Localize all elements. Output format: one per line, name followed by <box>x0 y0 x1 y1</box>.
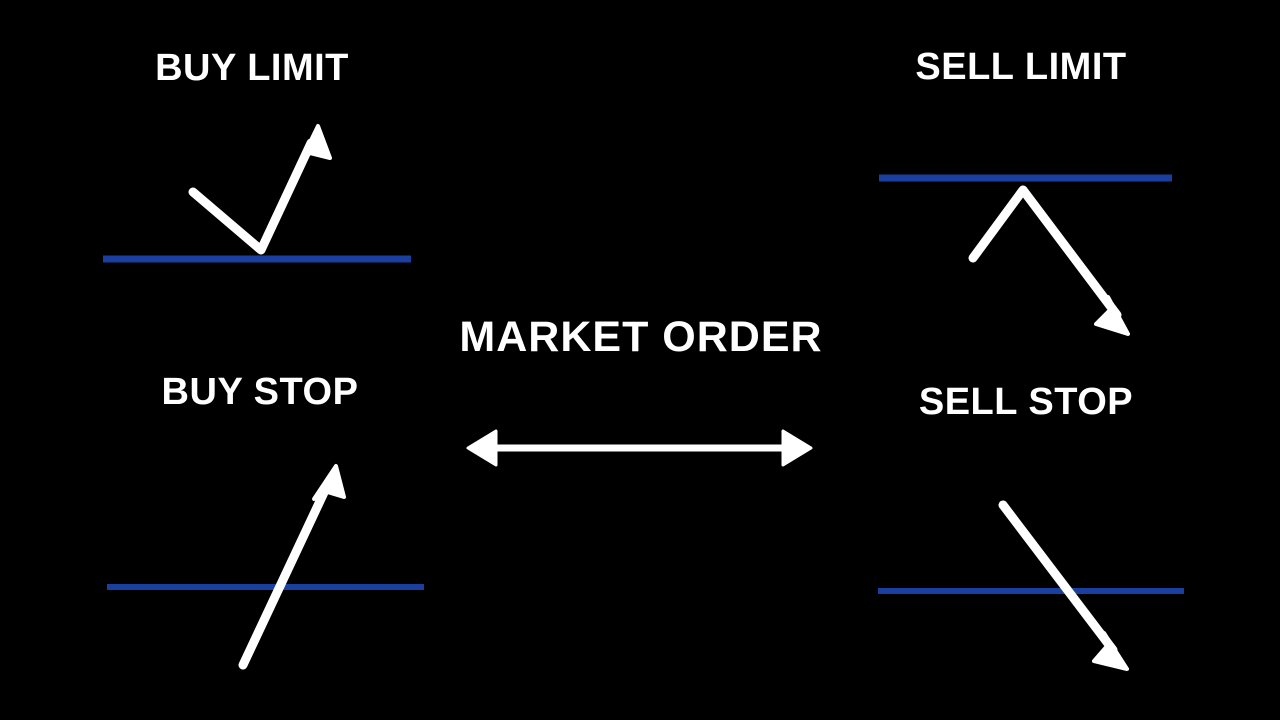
label-sell-limit: SELL LIMIT <box>915 46 1127 88</box>
arrow-sell-limit <box>968 185 1130 336</box>
arrow-buy-limit <box>188 124 332 255</box>
sell-stop-arrowhead <box>1092 631 1129 671</box>
sell-stop-path <box>998 500 1118 655</box>
buy-stop-path <box>238 479 333 670</box>
arrow-market-order <box>466 429 813 467</box>
sell-limit-arrowhead <box>1094 295 1130 336</box>
buy-limit-path <box>188 138 316 255</box>
label-market-order: MARKET ORDER <box>459 313 823 361</box>
market-order-arrowhead-left <box>466 429 498 467</box>
market-order-arrowhead-right <box>781 429 813 467</box>
label-sell-stop: SELL STOP <box>918 381 1134 423</box>
sell-limit-path <box>968 185 1122 320</box>
label-buy-limit: BUY LIMIT <box>155 47 349 89</box>
arrow-buy-stop <box>238 464 346 670</box>
label-buy-stop: BUY STOP <box>161 371 359 413</box>
arrow-sell-stop <box>998 500 1129 671</box>
buy-limit-arrowhead <box>299 124 332 163</box>
buy-stop-arrowhead <box>312 464 346 501</box>
